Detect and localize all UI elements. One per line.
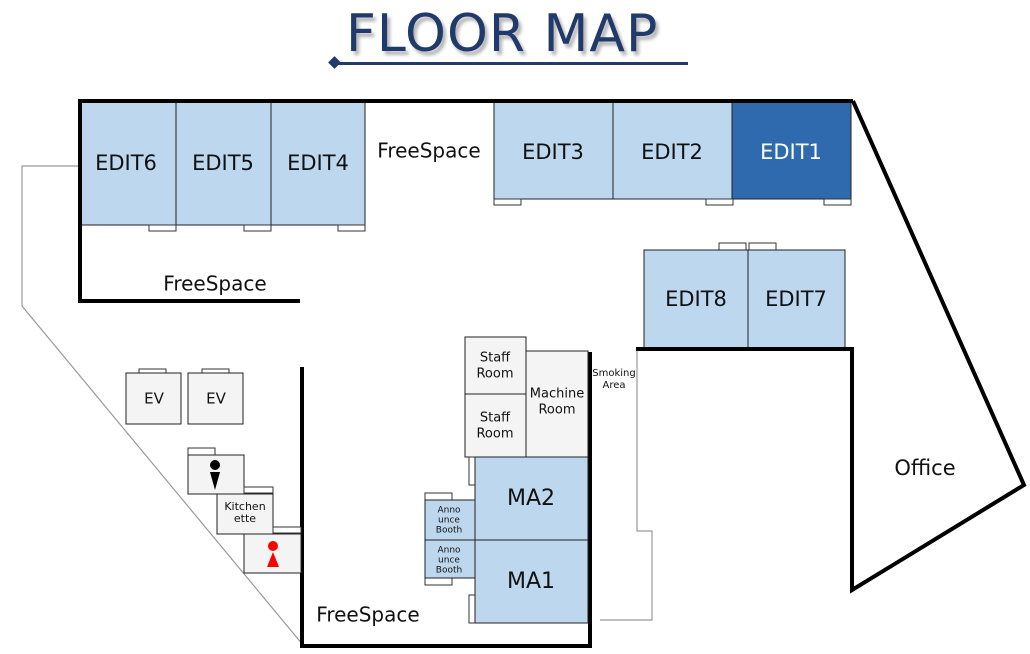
freespace-bottom-label: FreeSpace (316, 603, 419, 627)
door-edit1 (823, 198, 852, 206)
room-edit2[interactable]: EDIT2 (612, 100, 733, 200)
title-block: FLOOR MAP (328, 0, 700, 70)
freespace-top-label: FreeSpace (377, 139, 480, 163)
room-edit1-selected[interactable]: EDIT1 (731, 100, 852, 200)
booth-label-3: Booth (436, 566, 462, 576)
booth-label-3: Booth (436, 526, 462, 536)
room-label: MA2 (507, 486, 555, 511)
door-edit2 (705, 198, 734, 206)
mens-restroom[interactable] (187, 447, 245, 495)
kitchenette[interactable]: Kitchen ette (216, 486, 274, 535)
building-outline-left (21, 165, 304, 646)
door-ma2 (468, 456, 476, 486)
door-edit8 (718, 242, 747, 251)
room-label: EDIT6 (95, 151, 157, 175)
room-label: EDIT5 (192, 151, 254, 175)
door-ma1 (468, 594, 476, 624)
booth-label-1: Anno (437, 506, 461, 516)
room-label: EDIT4 (287, 151, 349, 175)
room-edit3[interactable]: EDIT3 (493, 100, 614, 200)
mens-restroom-icon (210, 460, 220, 490)
ev-label: EV (206, 390, 226, 408)
room-edit4[interactable]: EDIT4 (270, 100, 366, 226)
smoking-area-label-1: Smoking (592, 368, 635, 379)
wall-top-left (78, 99, 853, 303)
door-edit7 (748, 242, 777, 251)
staff-room-label-2: Room (476, 427, 513, 442)
door-edit5 (243, 224, 272, 232)
machine-room[interactable]: Machine Room (525, 350, 589, 458)
door-edit3 (493, 198, 522, 206)
booth-label-2: unce (438, 556, 460, 566)
staff-room-label-2: Room (476, 367, 513, 382)
door-announce-booth-2 (424, 577, 453, 586)
kitchenette-label-1: Kitchen (224, 500, 265, 513)
ev-label: EV (144, 390, 164, 408)
wall-office (636, 100, 1027, 594)
freespace-left-label: FreeSpace (163, 272, 266, 296)
announce-booth-1[interactable]: Anno unce Booth (424, 499, 476, 541)
womens-restroom-icon (267, 541, 279, 567)
room-ma1[interactable]: MA1 (474, 539, 589, 624)
elevator-1[interactable]: EV (125, 368, 182, 425)
room-edit7[interactable]: EDIT7 (747, 249, 846, 349)
machine-room-label-2: Room (538, 403, 575, 418)
room-edit5[interactable]: EDIT5 (175, 100, 272, 226)
title-underline (336, 62, 688, 65)
room-edit8[interactable]: EDIT8 (643, 249, 749, 349)
room-label: EDIT1 (760, 140, 822, 164)
announce-booth-2[interactable]: Anno unce Booth (424, 539, 476, 579)
room-ma2[interactable]: MA2 (474, 456, 589, 541)
room-label: EDIT3 (522, 140, 584, 164)
room-edit6[interactable]: EDIT6 (79, 100, 177, 226)
machine-room-label-1: Machine (530, 387, 584, 402)
elevator-2[interactable]: EV (187, 368, 244, 425)
wall-center (300, 352, 592, 648)
staff-room-label-1: Staff (480, 411, 511, 426)
booth-label-1: Anno (437, 546, 461, 556)
womens-restroom[interactable] (243, 526, 302, 574)
walls (78, 99, 1027, 648)
room-label: EDIT2 (641, 140, 703, 164)
smoking-area-outline (600, 350, 653, 621)
door-announce-booth-1 (424, 492, 453, 501)
booth-label-2: unce (438, 516, 460, 526)
room-label: MA1 (507, 569, 555, 594)
staff-room-label-1: Staff (480, 351, 511, 366)
room-label: EDIT7 (765, 287, 827, 311)
door-edit4 (337, 224, 366, 232)
staff-room-1[interactable]: Staff Room (464, 336, 527, 395)
smoking-area-label-2: Area (602, 380, 625, 391)
kitchenette-label-2: ette (234, 512, 256, 525)
room-label: EDIT8 (665, 287, 727, 311)
door-edit6 (148, 224, 177, 232)
page-title: FLOOR MAP (346, 4, 659, 64)
staff-room-2[interactable]: Staff Room (464, 393, 527, 458)
office-label: Office (894, 456, 955, 480)
